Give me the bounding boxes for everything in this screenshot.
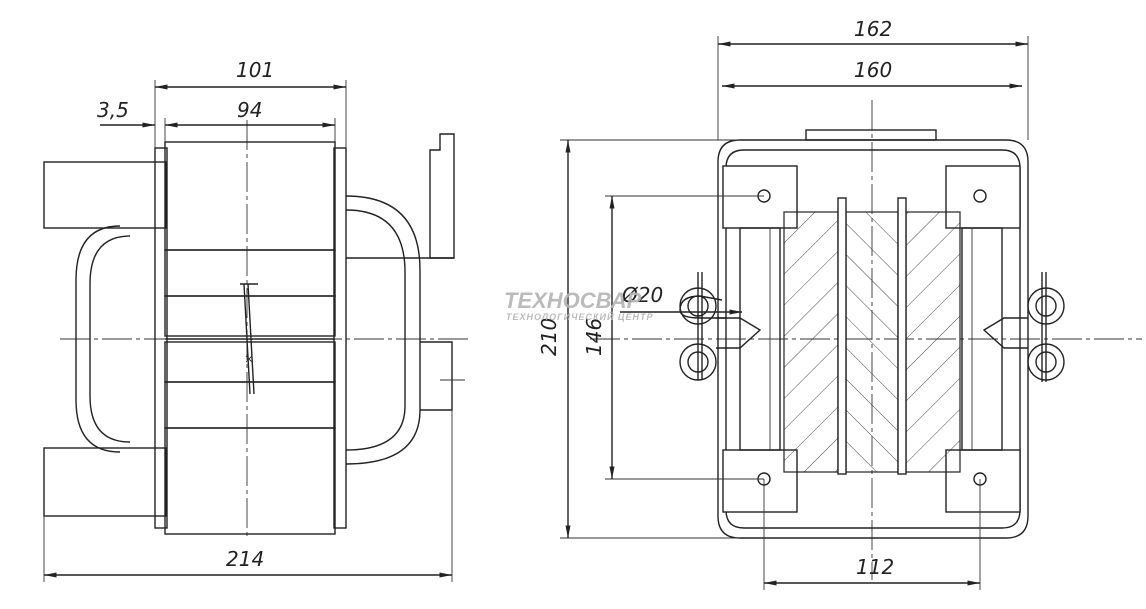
dim-side-total-length: 214 [226, 547, 264, 571]
dim-terminal-diameter: Ø20 [621, 283, 663, 307]
watermark-title: ТЕХНОСВАР [504, 288, 642, 313]
dim-front-height: 210 [537, 318, 561, 356]
dim-side-offset: 3,5 [97, 98, 129, 122]
dim-side-inner-width: 94 [237, 98, 262, 122]
watermark-subtitle: ТЕХНОЛОГИЧЕСКИЙ ЦЕНТР [506, 311, 653, 322]
dim-front-hole-spacing-vertical: 146 [582, 318, 606, 356]
dim-front-hole-spacing-horizontal: 112 [856, 555, 894, 579]
front-view: 162 160 210 146 112 Ø20 [537, 17, 1142, 590]
dim-side-overall-width: 101 [236, 58, 274, 82]
dim-front-overall-width: 162 [854, 17, 892, 41]
side-view: 101 94 3,5 214 [43, 58, 470, 582]
dim-front-inner-width: 160 [854, 58, 892, 82]
watermark-logo: ТЕХНОСВАР ТЕХНОЛОГИЧЕСКИЙ ЦЕНТР [504, 288, 653, 322]
